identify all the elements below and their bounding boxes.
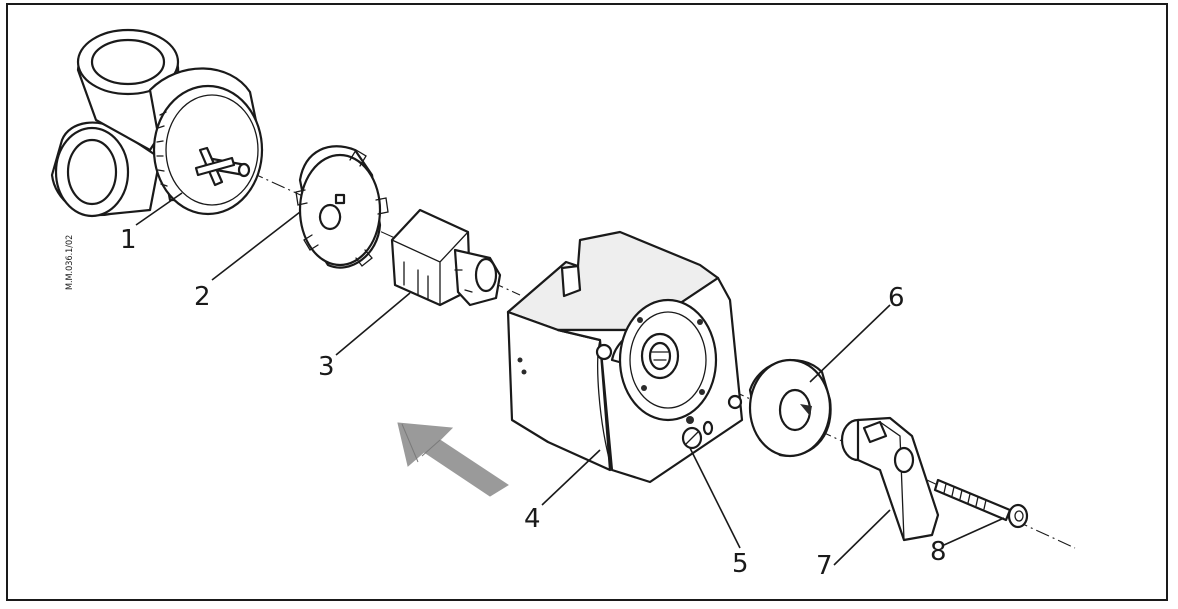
coupling [390,208,502,307]
handle [840,416,940,542]
callout-5: 5 [732,549,749,579]
callout-3: 3 [318,352,335,382]
drawing-frame [6,3,1168,601]
fixing-screw [933,478,1029,529]
callout-8: 8 [930,537,947,567]
drawing-code: M.M.036.1/02 [65,235,75,290]
adapter-ring [295,145,389,269]
arrow-icon [397,422,509,497]
actuator-housing [506,230,744,484]
callout-6: 6 [888,283,905,313]
callout-7: 7 [816,551,833,581]
callout-4: 4 [524,504,541,534]
leader-lines [135,192,1005,566]
callout-1: 1 [120,225,137,255]
scale-washer [748,358,832,458]
callout-2: 2 [194,282,211,312]
adjustment-screw [681,416,714,450]
valve-body [50,28,264,218]
